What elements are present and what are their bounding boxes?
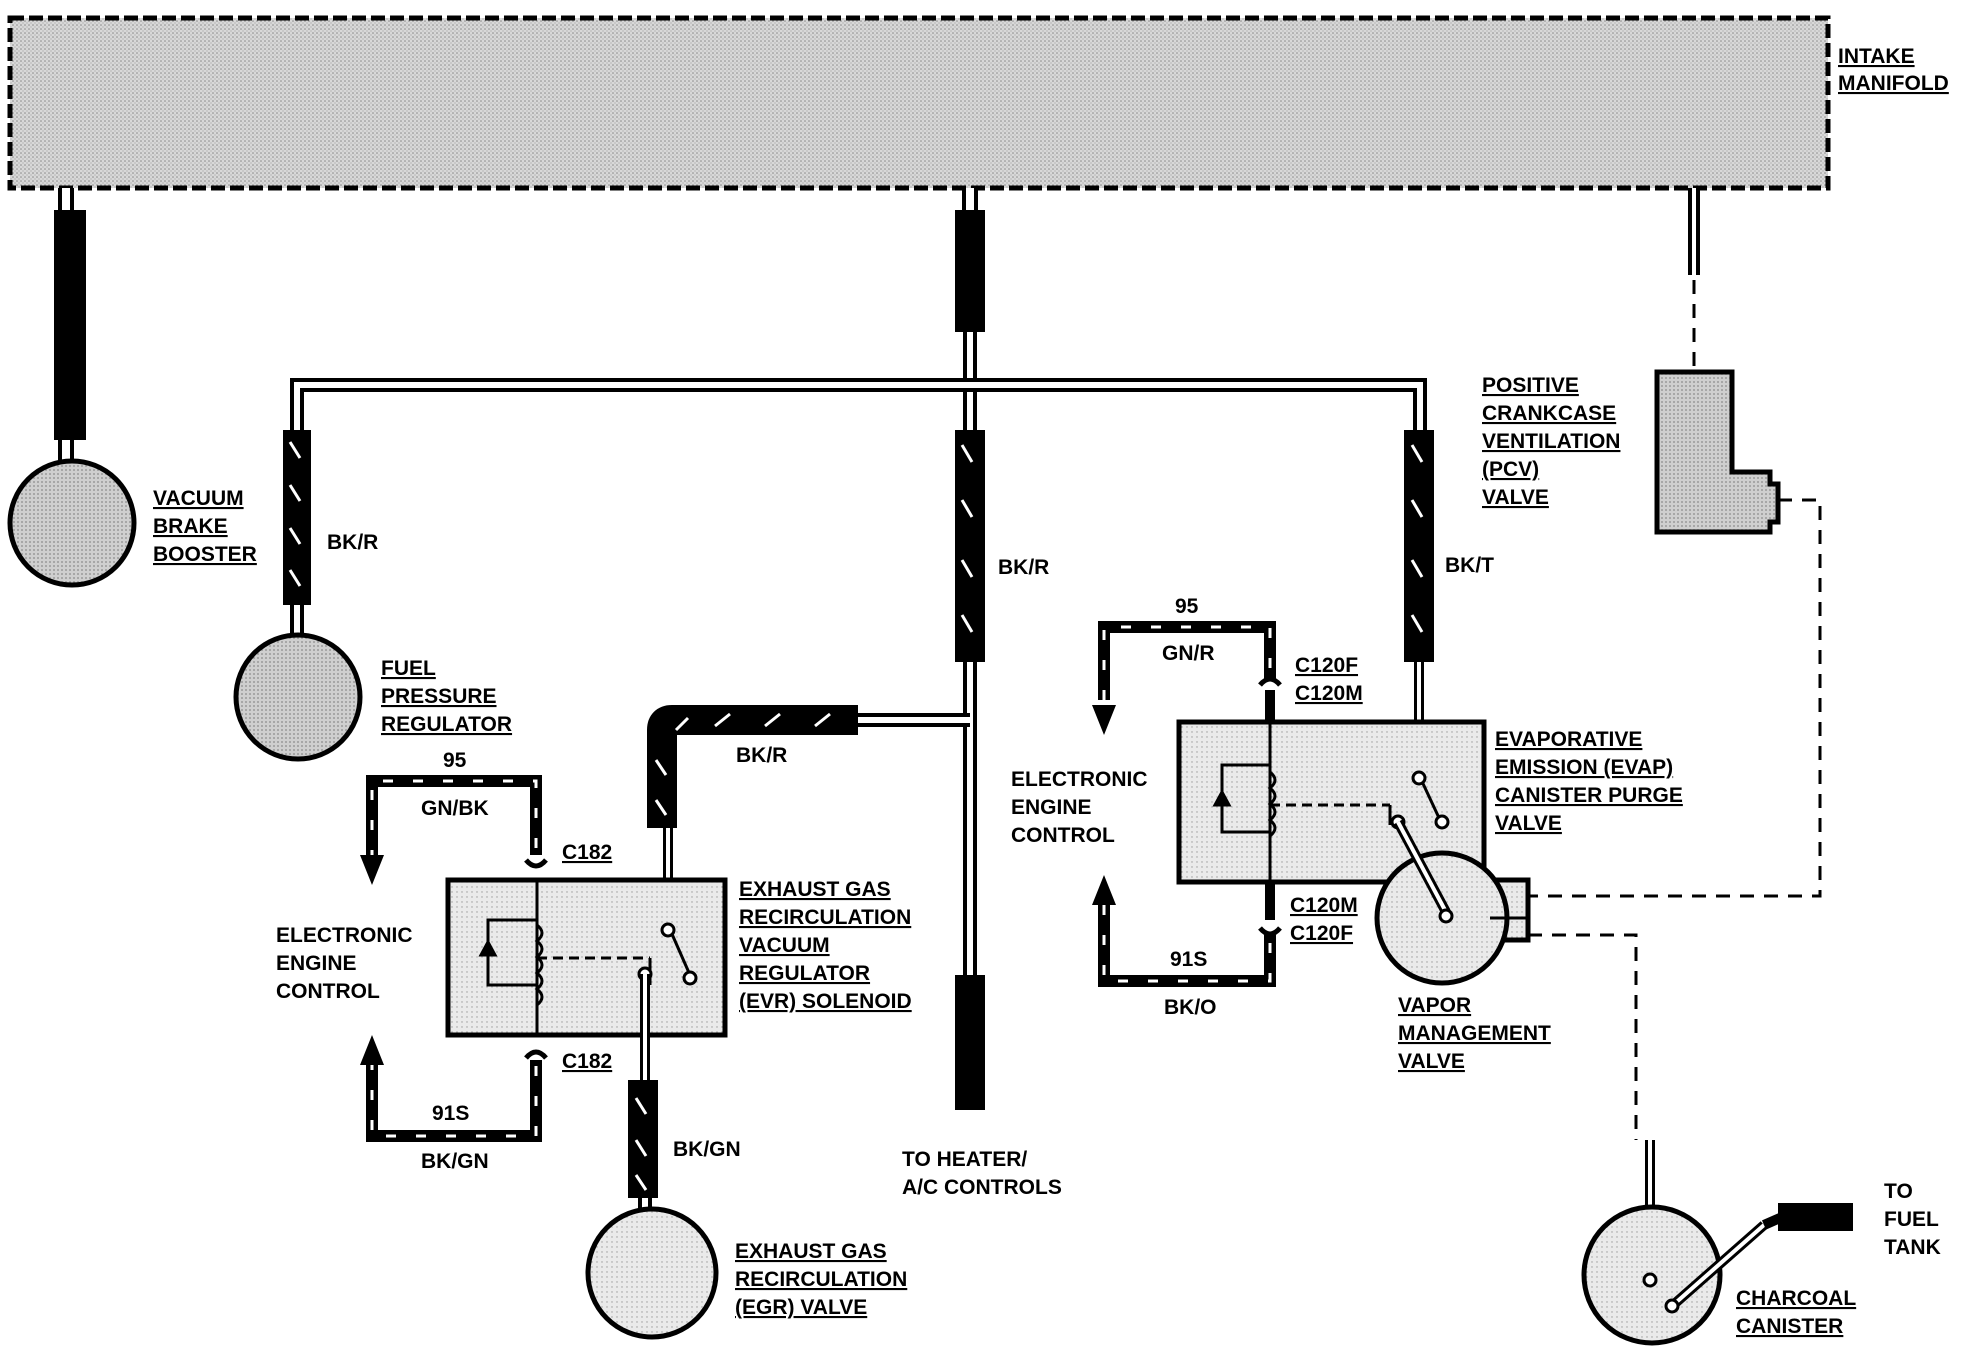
to-heater-label: TO HEATER/A/C CONTROLS bbox=[902, 1148, 1062, 1199]
canister-internals bbox=[1642, 1221, 1768, 1314]
evap-hose-color: BK/T bbox=[1445, 554, 1494, 577]
evr-hose-color: BK/R bbox=[736, 744, 787, 767]
left-top-number: 95 bbox=[443, 749, 467, 772]
center-trunk-hose bbox=[955, 188, 985, 430]
left-top-connector: C182 bbox=[562, 841, 612, 864]
fuel-regulator-hose bbox=[283, 430, 311, 635]
vacuum-brake-booster bbox=[7, 458, 137, 588]
evap-internal-circuit bbox=[1212, 722, 1450, 882]
right-bottom-connector-2: C120F bbox=[1290, 922, 1353, 945]
right-bottom-color: BK/O bbox=[1164, 996, 1217, 1019]
center-hose-color: BK/R bbox=[998, 556, 1049, 579]
evr-hose bbox=[647, 705, 970, 925]
left-bottom-color: BK/GN bbox=[421, 1150, 489, 1173]
left-top-color: GN/BK bbox=[421, 797, 489, 820]
intake-manifold bbox=[7, 15, 1831, 191]
right-eec-wire-top bbox=[1092, 621, 1282, 735]
distribution-line bbox=[290, 378, 1427, 430]
brake-reg-hose-color: BK/R bbox=[327, 531, 378, 554]
right-top-connector-1: C120F bbox=[1295, 654, 1358, 677]
brake-booster-hose bbox=[54, 188, 86, 465]
right-top-color: GN/R bbox=[1162, 642, 1215, 665]
left-eec-wire-bottom bbox=[360, 1035, 548, 1142]
fuel-tank-hose bbox=[1761, 1203, 1853, 1231]
fuel-pressure-regulator bbox=[233, 632, 363, 762]
egr-hose-color: BK/GN bbox=[673, 1138, 741, 1161]
vapor-management-valve bbox=[1374, 819, 1531, 986]
right-top-connector-2: C120M bbox=[1295, 682, 1363, 705]
evap-hose bbox=[1404, 430, 1434, 770]
right-bottom-connector-1: C120M bbox=[1290, 894, 1358, 917]
right-eec-wire-bottom bbox=[1092, 875, 1282, 987]
left-eec-wire-top bbox=[360, 775, 548, 885]
pcv-valve bbox=[1654, 369, 1781, 535]
egr-hose bbox=[628, 974, 658, 1220]
right-top-number: 95 bbox=[1175, 595, 1199, 618]
center-hose bbox=[955, 430, 985, 1110]
left-bottom-connector: C182 bbox=[562, 1050, 612, 1073]
egr-valve bbox=[585, 1206, 719, 1340]
left-bottom-number: 91S bbox=[432, 1102, 469, 1125]
evr-solenoid bbox=[445, 877, 728, 1038]
right-bottom-number: 91S bbox=[1170, 948, 1207, 971]
vmv-to-canister-line bbox=[1528, 933, 1638, 1140]
pcv-to-vmv-line bbox=[1528, 498, 1822, 898]
